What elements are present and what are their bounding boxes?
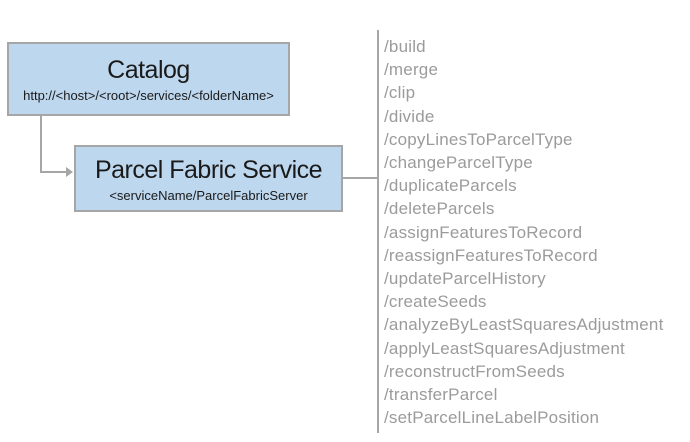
- catalog-node: Catalog http://<host>/<root>/services/<f…: [7, 42, 290, 116]
- endpoint-item: /copyLinesToParcelType: [384, 129, 573, 149]
- catalog-node-url: http://<host>/<root>/services/<folderNam…: [23, 88, 274, 103]
- parcel-fabric-service-node: Parcel Fabric Service <serviceName/Parce…: [74, 145, 343, 212]
- endpoint-item: /analyzeByLeastSquaresAdjustment: [384, 315, 664, 335]
- connector-service-to-endpoints: [343, 177, 377, 179]
- endpoint-item: /assignFeaturesToRecord: [384, 222, 583, 242]
- connector-arrowhead-icon: [66, 167, 73, 177]
- endpoint-item: /reconstructFromSeeds: [384, 361, 565, 381]
- catalog-node-title: Catalog: [107, 56, 190, 84]
- parcel-fabric-service-node-title: Parcel Fabric Service: [94, 155, 323, 184]
- endpoint-item: /merge: [384, 60, 439, 80]
- endpoint-item: /transferParcel: [384, 385, 498, 405]
- endpoint-item: /build: [384, 37, 426, 56]
- parcel-fabric-service-node-url: <serviceName/ParcelFabricServer: [109, 187, 308, 203]
- endpoint-item: /duplicateParcels: [384, 176, 517, 196]
- endpoint-item: /clip: [384, 83, 416, 103]
- endpoint-item: /deleteParcels: [384, 199, 495, 219]
- connector-catalog-to-service-horizontal: [40, 171, 67, 173]
- endpoint-item: /changeParcelType: [384, 153, 533, 173]
- endpoint-item: /updateParcelHistory: [384, 269, 546, 289]
- endpoint-list: /build/merge/clip/divide/copyLinesToParc…: [384, 35, 664, 429]
- endpoint-item: /reassignFeaturesToRecord: [384, 245, 598, 265]
- endpoint-item: /createSeeds: [384, 292, 487, 312]
- endpoint-item: /divide: [384, 106, 435, 126]
- endpoint-item: /applyLeastSquaresAdjustment: [384, 338, 625, 358]
- connector-catalog-to-service-vertical: [40, 116, 42, 173]
- endpoint-item: /setParcelLineLabelPosition: [384, 408, 600, 428]
- endpoint-list-divider-line: [377, 30, 379, 433]
